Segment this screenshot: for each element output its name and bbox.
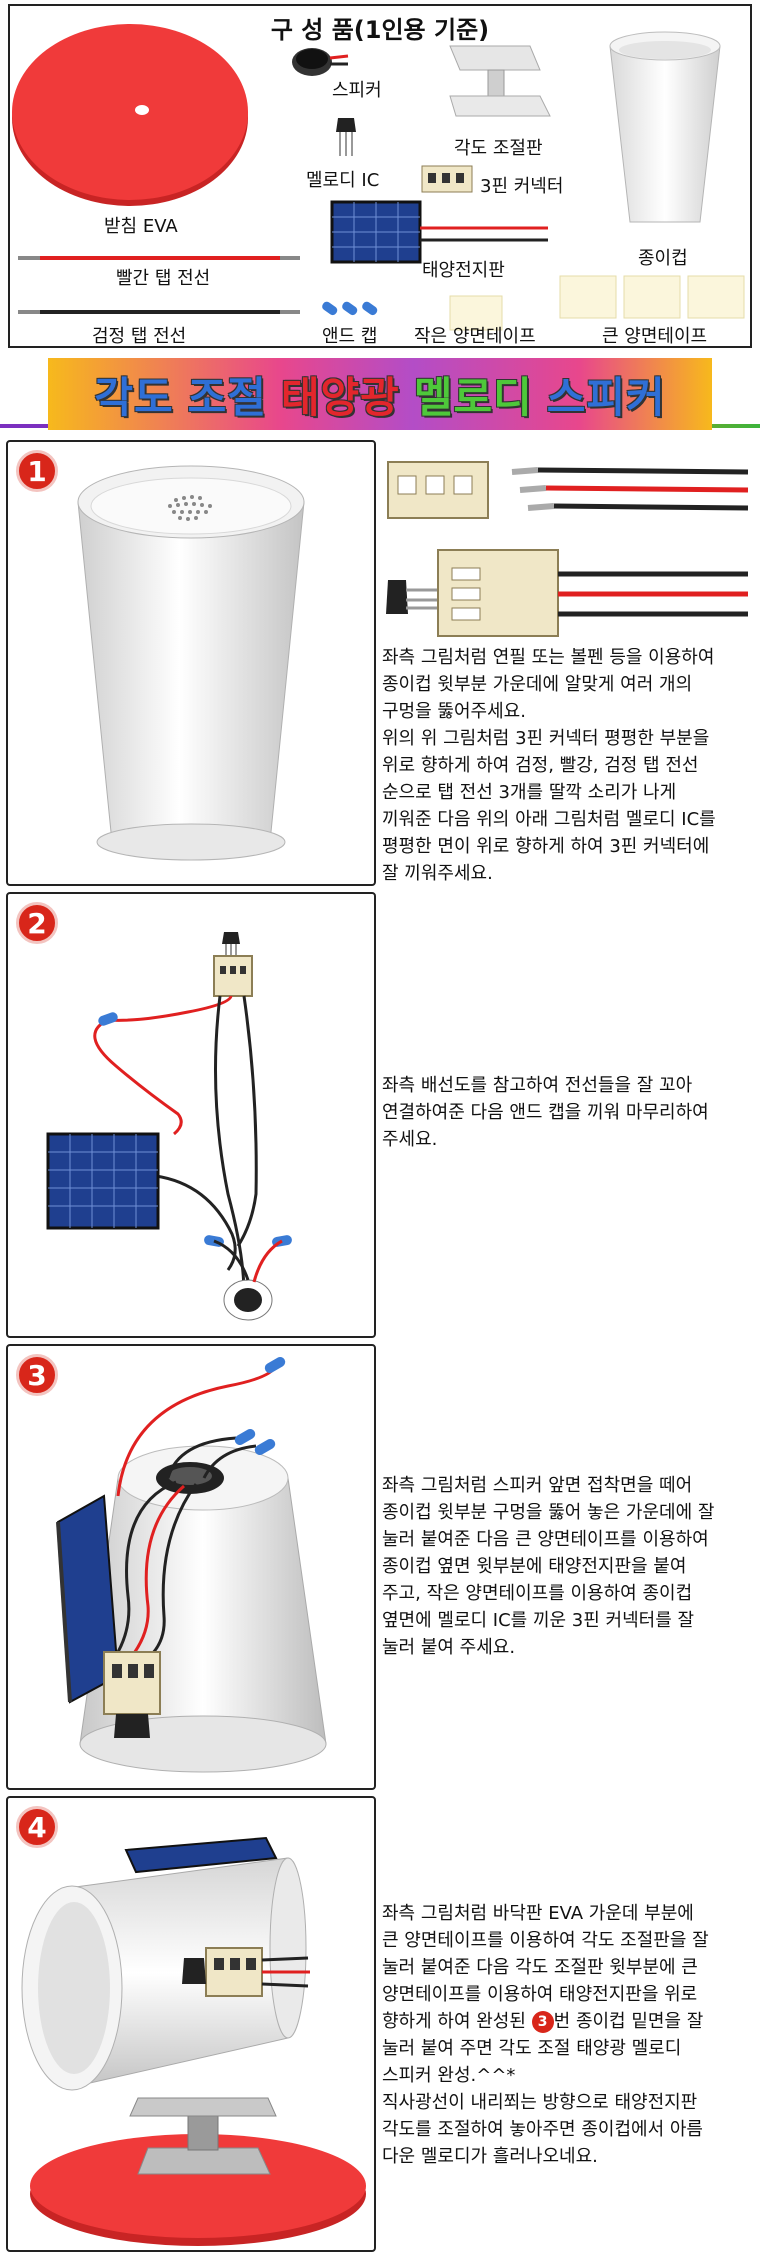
label-base-eva: 받침 EVA xyxy=(104,216,178,237)
step-4-ref-badge: 3 xyxy=(531,2011,554,2033)
components-illustration xyxy=(12,24,745,331)
step-4-text-a: 좌측 그림처럼 바닥판 EVA 가운데 부분에 큰 양면테이프를 이용하여 각도… xyxy=(382,1903,709,2032)
label-speaker: 스피커 xyxy=(332,80,382,101)
big-tape-part xyxy=(559,275,745,319)
title-banner: 각도 조절 태양광 멜로디 스피커 xyxy=(0,354,760,434)
small-tape-part xyxy=(449,295,503,331)
solar-panel-part xyxy=(330,200,548,264)
speaker-part xyxy=(292,48,349,76)
step-4-text: 좌측 그림처럼 바닥판 EVA 가운데 부분에 큰 양면테이프를 이용하여 각도… xyxy=(382,1900,754,2170)
label-solar-panel: 태양전지판 xyxy=(422,260,505,281)
completed-speaker xyxy=(21,1836,366,2246)
end-cap-part xyxy=(322,301,378,316)
melody-ic-part xyxy=(336,118,356,156)
components-title: 구 성 품(1인용 기준) xyxy=(270,16,490,44)
label-red-wire: 빨간 탭 전선 xyxy=(116,268,211,289)
label-black-wire: 검정 탭 전선 xyxy=(92,326,187,347)
step-1-illustration: 1 xyxy=(6,440,376,886)
banner-word-2: 조절 xyxy=(187,372,267,422)
banner-title: 각도 조절 태양광 멜로디 스피커 xyxy=(48,358,712,430)
paper-cup-with-holes xyxy=(77,465,305,861)
components-panel: 구 성 품(1인용 기준) xyxy=(8,4,752,348)
paper-cup-part xyxy=(609,31,721,223)
label-small-tape: 작은 양면테이프 xyxy=(414,326,536,347)
step-4-badge: 4 xyxy=(16,1806,58,1848)
step-1-text: 좌측 그림처럼 연필 또는 볼펜 등을 이용하여 종이컵 윗부분 가운데에 알맞… xyxy=(382,647,716,884)
connector-assembly-illustration xyxy=(386,461,749,637)
banner-word-4: 멜로디 xyxy=(413,372,533,422)
angle-plate-part xyxy=(449,45,551,117)
label-melody-ic: 멜로디 IC xyxy=(306,170,380,191)
step-2-illustration: 2 xyxy=(6,892,376,1338)
step-2-text: 좌측 배선도를 참고하여 전선들을 잘 꼬아 연결하여준 다음 앤드 캡을 끼워… xyxy=(382,1075,709,1150)
label-3pin-connector: 3핀 커넥터 xyxy=(480,176,564,197)
label-end-cap: 앤드 캡 xyxy=(322,326,378,347)
connector-part xyxy=(421,165,473,193)
step-4-text-b: 번 종이컵 밑면을 잘 눌러 붙여 주면 각도 조절 태양광 멜로디 스피커 완… xyxy=(382,2011,704,2167)
step-3-badge: 3 xyxy=(16,1354,58,1396)
label-big-tape: 큰 양면테이프 xyxy=(602,326,708,347)
banner-word-5: 스피커 xyxy=(546,372,666,422)
step-2-badge: 2 xyxy=(16,902,58,944)
banner-word-3: 태양광 xyxy=(280,372,400,422)
cup-with-speaker-and-solar xyxy=(56,1357,327,1773)
label-angle-plate: 각도 조절판 xyxy=(454,138,543,159)
connector-top xyxy=(387,461,749,519)
wiring-diagram xyxy=(46,932,292,1321)
step-4-illustration: 4 xyxy=(6,1796,376,2252)
connector-with-ic xyxy=(386,549,748,637)
step-3-illustration: 3 xyxy=(6,1344,376,1790)
label-paper-cup: 종이컵 xyxy=(638,248,688,269)
step-1-badge: 1 xyxy=(16,450,58,492)
step-3-text: 좌측 그림처럼 스피커 앞면 접착면을 떼어 종이컵 윗부분 구멍을 뚫어 놓은… xyxy=(382,1475,715,1658)
banner-word-1: 각도 xyxy=(94,372,174,422)
base-eva-disc xyxy=(12,24,248,206)
